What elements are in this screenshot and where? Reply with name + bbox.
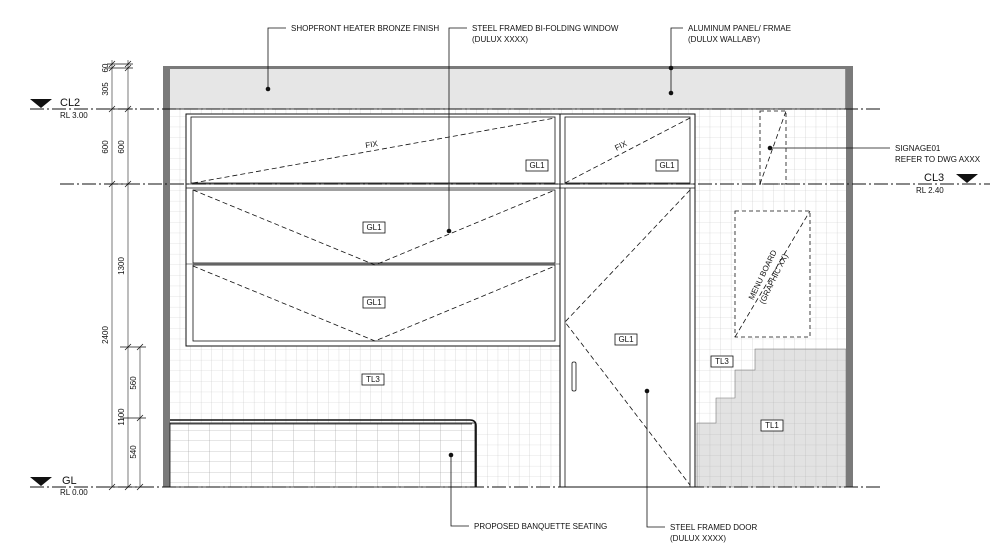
- callout-door-text-2: (DULUX XXXX): [670, 534, 726, 543]
- gl-name: GL: [62, 475, 77, 487]
- tag-tl3-left: TL3: [361, 373, 385, 386]
- callout-banquette: PROPOSED BANQUETTE SEATING: [448, 452, 607, 531]
- svg-text:GL1: GL1: [366, 223, 382, 232]
- level-cl2: CL2 RL 3.00: [30, 97, 88, 120]
- dim-305: 305: [101, 82, 110, 96]
- signage-box: [759, 110, 787, 185]
- svg-text:GL1: GL1: [529, 161, 545, 170]
- callout-window-text-2: (DULUX XXXX): [472, 35, 528, 44]
- svg-text:GL1: GL1: [618, 335, 634, 344]
- dimension-column: 60 305 600 600 1300 2400 560 1100 540: [101, 60, 146, 491]
- dim-600-inner: 600: [117, 140, 126, 154]
- cl3-rl: RL 2.40: [916, 186, 944, 195]
- tag-fix-window: FIX: [365, 139, 379, 150]
- svg-text:GL1: GL1: [366, 298, 382, 307]
- dim-60: 60: [101, 63, 110, 72]
- callout-panel-text-1: ALUMINUM PANEL/ FRMAE: [688, 24, 791, 33]
- cl2-name: CL2: [60, 97, 80, 109]
- callout-door-text-1: STEEL FRAMED DOOR: [670, 523, 757, 532]
- callout-panel-text-2: (DULUX WALLABY): [688, 35, 761, 44]
- tag-gl1-door: GL1: [614, 333, 638, 346]
- dim-560: 560: [129, 376, 138, 390]
- dim-2400: 2400: [101, 326, 110, 344]
- aluminum-panel: [168, 67, 847, 110]
- svg-text:FIX: FIX: [365, 139, 379, 150]
- callout-banquette-text: PROPOSED BANQUETTE SEATING: [474, 522, 607, 531]
- svg-text:TL1: TL1: [765, 421, 779, 430]
- outer-frame-top: [163, 66, 853, 69]
- svg-text:TL3: TL3: [715, 357, 729, 366]
- svg-text:TL3: TL3: [366, 375, 380, 384]
- callout-panel: ALUMINUM PANEL/ FRMAE (DULUX WALLABY): [668, 24, 791, 96]
- callout-heater: SHOPFRONT HEATER BRONZE FINISH: [265, 24, 439, 92]
- callout-heater-text: SHOPFRONT HEATER BRONZE FINISH: [291, 24, 439, 33]
- level-gl: GL RL 0.00: [30, 475, 88, 497]
- menu-board: MENU BOARD (GRAPHIC XX): [734, 210, 811, 338]
- callout-signage: SIGNAGE01 REFER TO DWG AXXX: [767, 144, 981, 164]
- dim-540: 540: [129, 445, 138, 459]
- outer-frame-left: [163, 66, 170, 487]
- dim-1300: 1300: [117, 257, 126, 275]
- tag-tl1: TL1: [760, 419, 784, 432]
- steel-framed-door: [559, 113, 696, 488]
- outer-frame-right: [846, 66, 853, 487]
- tag-gl1-door-top: GL1: [655, 159, 679, 172]
- dim-1100: 1100: [117, 408, 126, 426]
- banquette-seating: [169, 419, 477, 488]
- callout-window: STEEL FRAMED BI-FOLDING WINDOW (DULUX XX…: [446, 24, 619, 234]
- tag-gl1-window-low: GL1: [362, 296, 386, 309]
- callout-window-text-1: STEEL FRAMED BI-FOLDING WINDOW: [472, 24, 619, 33]
- level-cl3: CL3 RL 2.40: [916, 172, 978, 195]
- cl3-name: CL3: [924, 172, 944, 184]
- callout-door: STEEL FRAMED DOOR (DULUX XXXX): [644, 388, 757, 543]
- door-handle: [571, 361, 577, 392]
- cl2-rl: RL 3.00: [60, 111, 88, 120]
- tag-tl3-right: TL3: [710, 355, 734, 368]
- svg-text:GL1: GL1: [659, 161, 675, 170]
- tag-gl1-window-mid: GL1: [362, 221, 386, 234]
- tag-gl1-window-top: GL1: [525, 159, 549, 172]
- dim-600-outer: 600: [101, 140, 110, 154]
- gl-rl: RL 0.00: [60, 488, 88, 497]
- callout-signage-text-1: SIGNAGE01: [895, 144, 941, 153]
- callout-signage-text-2: REFER TO DWG AXXX: [895, 155, 981, 164]
